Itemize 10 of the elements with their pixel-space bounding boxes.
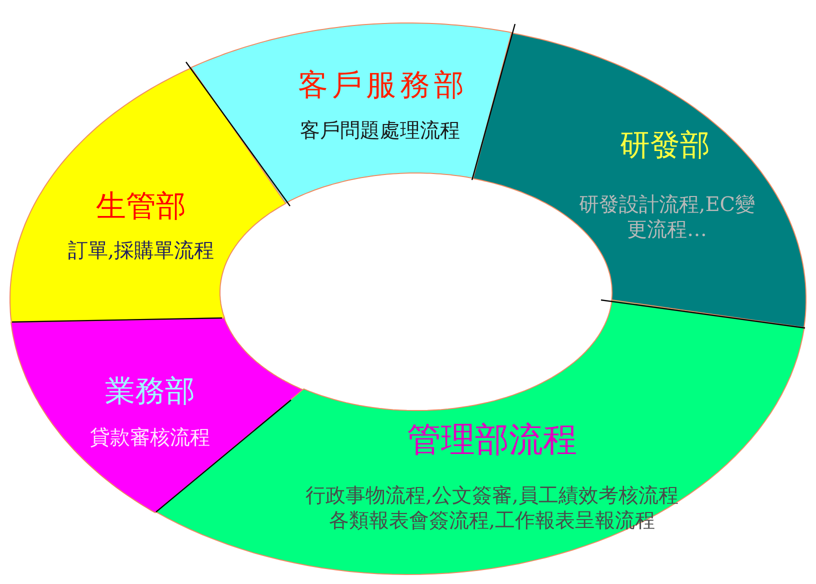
segment-text: 客戶問題處理流程 — [298, 118, 461, 143]
segment-text: 研發設計流程,EC變更流程… — [578, 192, 756, 242]
segment-title: 業務部 — [104, 372, 195, 410]
segment-title: 管理部流程 — [406, 419, 577, 462]
segment-title: 研發部 — [620, 126, 710, 164]
segment-text: 行政事物流程,公文簽審,員工績效考核流程各類報表會簽流程,工作報表呈報流程 — [304, 482, 680, 533]
segment-title: 客戶服務部 — [298, 66, 468, 104]
segment-text: 訂單,採購單流程 — [66, 238, 216, 263]
segment-text: 貸款審核流程 — [88, 424, 211, 450]
segment-title: 生管部 — [96, 188, 186, 226]
